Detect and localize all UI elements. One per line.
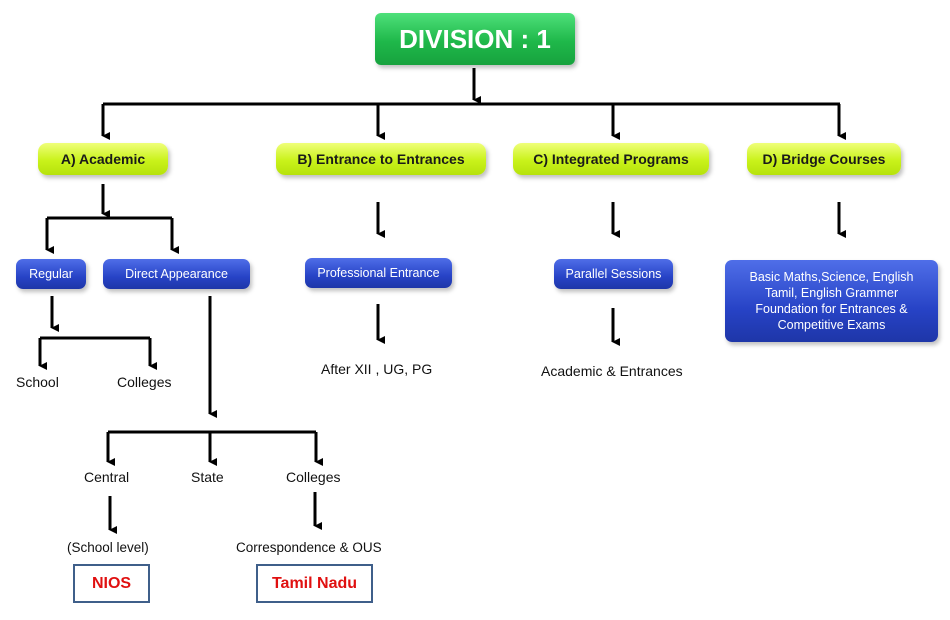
board-tamil-nadu: Tamil Nadu: [256, 564, 373, 603]
node-bridge-courses: Basic Maths,Science, English Tamil, Engl…: [725, 260, 938, 342]
node-parallel-sessions: Parallel Sessions: [554, 259, 673, 289]
branch-integrated-label: C) Integrated Programs: [533, 151, 689, 167]
board-nios-label: NIOS: [91, 574, 132, 592]
node-parallel-sessions-label: Parallel Sessions: [565, 267, 662, 281]
board-nios: NIOS: [73, 564, 150, 603]
branch-bridge: D) Bridge Courses: [747, 143, 901, 175]
node-direct-appearance: Direct Appearance: [103, 259, 250, 289]
bridge-line: Competitive Exams: [777, 318, 886, 332]
integrated-detail: Academic & Entrances: [541, 363, 683, 379]
branch-academic: A) Academic: [38, 143, 168, 175]
bridge-line: Foundation for Entrances &: [755, 302, 908, 316]
bridge-line: Tamil, English Grammer: [764, 286, 899, 300]
node-regular: Regular: [16, 259, 86, 289]
leaf-school: School: [16, 374, 59, 390]
leaf-colleges-regular: Colleges: [117, 374, 172, 390]
branch-academic-label: A) Academic: [60, 151, 146, 167]
leaf-central: Central: [84, 469, 130, 485]
colleges-note: Correspondence & OUS: [236, 540, 382, 555]
entrance-detail: After XII , UG, PG: [321, 361, 433, 377]
board-tamil-nadu-label: Tamil Nadu: [271, 574, 358, 592]
central-note: (School level): [67, 540, 149, 555]
root-label: DIVISION : 1: [399, 23, 551, 54]
leaf-state: State: [191, 469, 224, 485]
leaf-colleges-direct: Colleges: [286, 469, 341, 485]
root-node: DIVISION : 1: [375, 13, 575, 65]
branch-entrance-label: B) Entrance to Entrances: [297, 151, 465, 167]
branch-entrance: B) Entrance to Entrances: [276, 143, 486, 175]
bridge-line: Basic Maths,Science, English: [749, 270, 914, 284]
branch-bridge-label: D) Bridge Courses: [762, 151, 886, 167]
branch-integrated: C) Integrated Programs: [513, 143, 709, 175]
node-professional-entrance: Professional Entrance: [305, 258, 452, 288]
node-direct-appearance-label: Direct Appearance: [125, 267, 228, 281]
node-professional-entrance-label: Professional Entrance: [317, 266, 440, 280]
node-regular-label: Regular: [29, 267, 73, 281]
